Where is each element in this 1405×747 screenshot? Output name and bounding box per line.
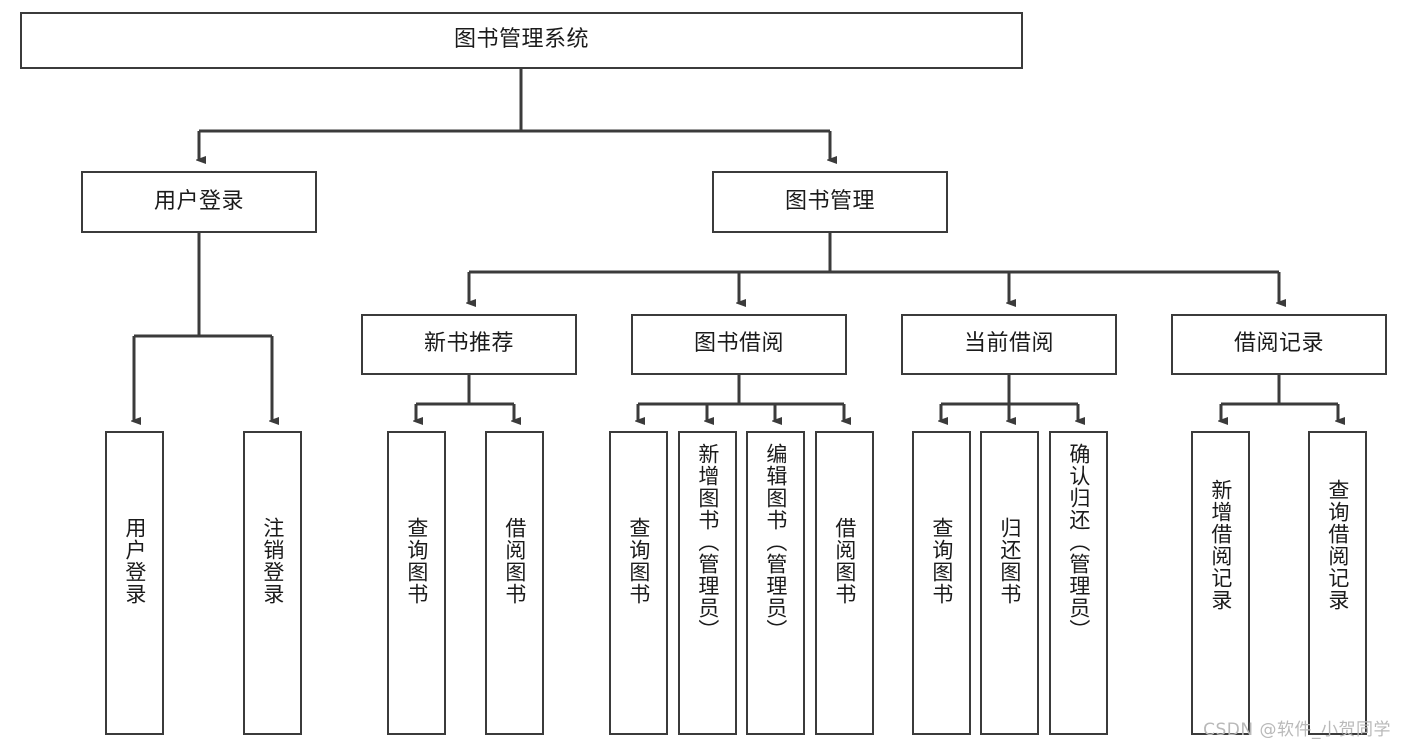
node-leaf-current-query-book-label: 查询图书 [929,517,954,605]
node-leaf-newbook-borrow-book[interactable]: 借阅图书 [485,431,544,735]
node-leaf-borrow-add-book-label: 新增图书（管理员） [695,443,720,641]
node-leaf-borrow-edit-book-label: 编辑图书（管理员） [763,443,788,641]
node-leaf-user-login-label: 用户登录 [122,517,147,605]
node-leaf-logout[interactable]: 注销登录 [243,431,302,735]
node-root[interactable]: 图书管理系统 [20,12,1023,69]
node-leaf-current-confirm-return[interactable]: 确认归还（管理员） [1049,431,1108,735]
node-leaf-current-query-book[interactable]: 查询图书 [912,431,971,735]
node-leaf-newbook-query-book-label: 查询图书 [404,517,429,605]
node-current-borrow-label: 当前借阅 [963,331,1054,357]
node-leaf-borrow-edit-book[interactable]: 编辑图书（管理员） [746,431,805,735]
node-book-borrow-label: 图书借阅 [693,331,784,357]
watermark-text: CSDN @软件_小贺同学 [1203,720,1391,740]
node-new-book-recommend-label: 新书推荐 [423,331,514,357]
node-user-login[interactable]: 用户登录 [81,171,317,233]
node-leaf-newbook-query-book[interactable]: 查询图书 [387,431,446,735]
node-leaf-record-query[interactable]: 查询借阅记录 [1308,431,1367,735]
node-borrow-record[interactable]: 借阅记录 [1171,314,1387,375]
node-book-manage-label: 图书管理 [784,188,875,214]
node-leaf-current-return-book[interactable]: 归还图书 [980,431,1039,735]
node-borrow-record-label: 借阅记录 [1233,331,1324,357]
node-new-book-recommend[interactable]: 新书推荐 [361,314,577,375]
node-leaf-newbook-borrow-book-label: 借阅图书 [502,517,527,605]
node-leaf-logout-label: 注销登录 [260,517,285,605]
node-leaf-current-return-book-label: 归还图书 [997,517,1022,605]
node-leaf-borrow-query-book[interactable]: 查询图书 [609,431,668,735]
node-leaf-record-add-label: 新增借阅记录 [1208,479,1233,611]
node-leaf-borrow-borrow-book-label: 借阅图书 [832,517,857,605]
node-leaf-borrow-borrow-book[interactable]: 借阅图书 [815,431,874,735]
node-leaf-borrow-query-book-label: 查询图书 [626,517,651,605]
node-leaf-current-confirm-return-label: 确认归还（管理员） [1066,443,1091,641]
node-user-login-label: 用户登录 [153,188,244,214]
node-leaf-record-query-label: 查询借阅记录 [1325,479,1350,611]
node-leaf-user-login[interactable]: 用户登录 [105,431,164,735]
node-book-manage[interactable]: 图书管理 [712,171,948,233]
node-root-label: 图书管理系统 [453,27,589,53]
node-current-borrow[interactable]: 当前借阅 [901,314,1117,375]
node-leaf-record-add[interactable]: 新增借阅记录 [1191,431,1250,735]
node-leaf-borrow-add-book[interactable]: 新增图书（管理员） [678,431,737,735]
node-book-borrow[interactable]: 图书借阅 [631,314,847,375]
